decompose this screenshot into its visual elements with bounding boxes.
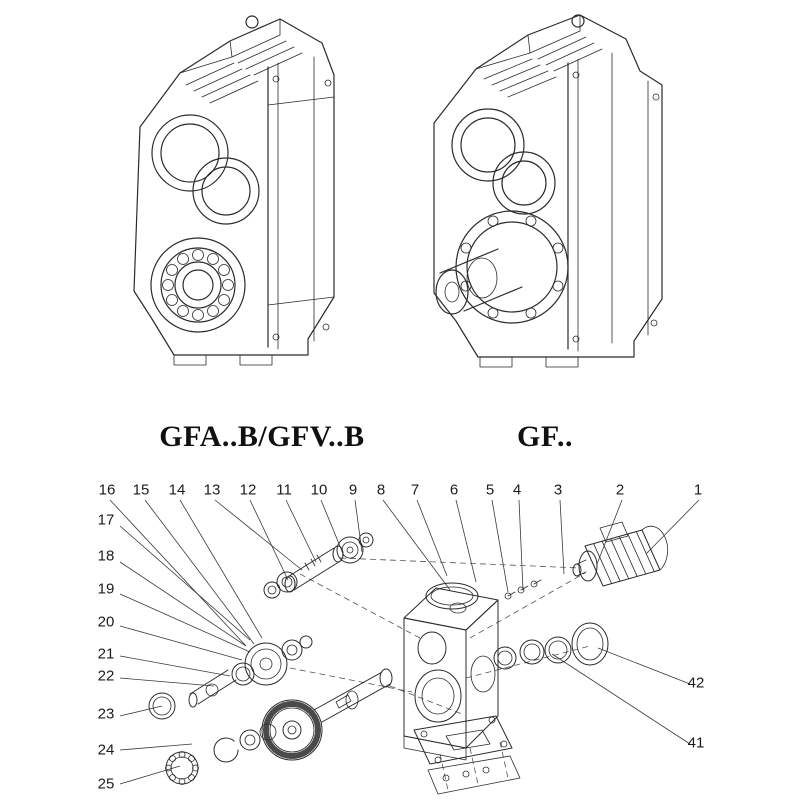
exploded-art (109, 499, 700, 795)
callout-11: 11 (276, 481, 292, 499)
callout-24: 24 (97, 741, 115, 759)
callout-15: 15 (132, 481, 150, 499)
model-label-left: GFA..B/GFV..B (159, 420, 365, 453)
callout-4: 4 (512, 481, 522, 499)
callout-9: 9 (348, 481, 358, 499)
callout-42: 42 (687, 674, 705, 692)
callout-13: 13 (203, 481, 221, 499)
callout-23: 23 (97, 705, 115, 723)
motor-side-rings (493, 622, 609, 670)
intermediate-gear-parts (188, 635, 313, 708)
lifting-hole (571, 14, 585, 28)
model-label-right: GF.. (517, 420, 573, 453)
callout-3: 3 (553, 481, 563, 499)
motor (572, 521, 669, 587)
output-shaft (435, 248, 523, 315)
callout-19: 19 (97, 580, 115, 598)
gasket-cover (413, 715, 521, 795)
housing-outline (133, 18, 335, 356)
front-bearing-bosses (451, 108, 556, 215)
lifting-hole (245, 15, 259, 29)
cooling-fins (483, 36, 603, 98)
callout-14: 14 (168, 481, 186, 499)
callout-21: 21 (97, 645, 115, 663)
flange-gasket (425, 582, 479, 610)
ball-bearing (165, 751, 199, 785)
callout-25: 25 (97, 775, 115, 793)
callout-10: 10 (310, 481, 328, 499)
leader-lines (109, 499, 700, 785)
callout-7: 7 (410, 481, 420, 499)
callout-12: 12 (239, 481, 257, 499)
callout-16: 16 (98, 481, 116, 499)
housing-outline (433, 14, 663, 358)
exploded-view: 16 15 14 13 12 11 10 9 8 7 6 5 4 3 2 1 1… (0, 478, 800, 800)
fasteners (504, 579, 542, 600)
gear-housing (403, 587, 499, 761)
output-flange (455, 210, 569, 324)
callout-22: 22 (97, 667, 115, 685)
oil-seal (148, 692, 176, 720)
callout-1: 1 (693, 481, 703, 499)
gearbox-gfab-drawing (133, 15, 335, 366)
callout-17: 17 (97, 511, 115, 529)
cooling-fins (185, 40, 303, 104)
callout-8: 8 (376, 481, 386, 499)
assembly-axes (289, 557, 591, 791)
callout-5: 5 (485, 481, 495, 499)
output-gear-parts (213, 668, 393, 763)
callout-20: 20 (97, 613, 115, 631)
callout-2: 2 (615, 481, 625, 499)
gearbox-gf-drawing (433, 14, 663, 368)
callout-6: 6 (449, 481, 459, 499)
callout-18: 18 (97, 547, 115, 565)
callout-41: 41 (687, 734, 705, 752)
front-bearing-bosses (151, 114, 260, 225)
hollow-shaft-bearing (150, 237, 246, 333)
input-shaft-parts (263, 532, 374, 599)
